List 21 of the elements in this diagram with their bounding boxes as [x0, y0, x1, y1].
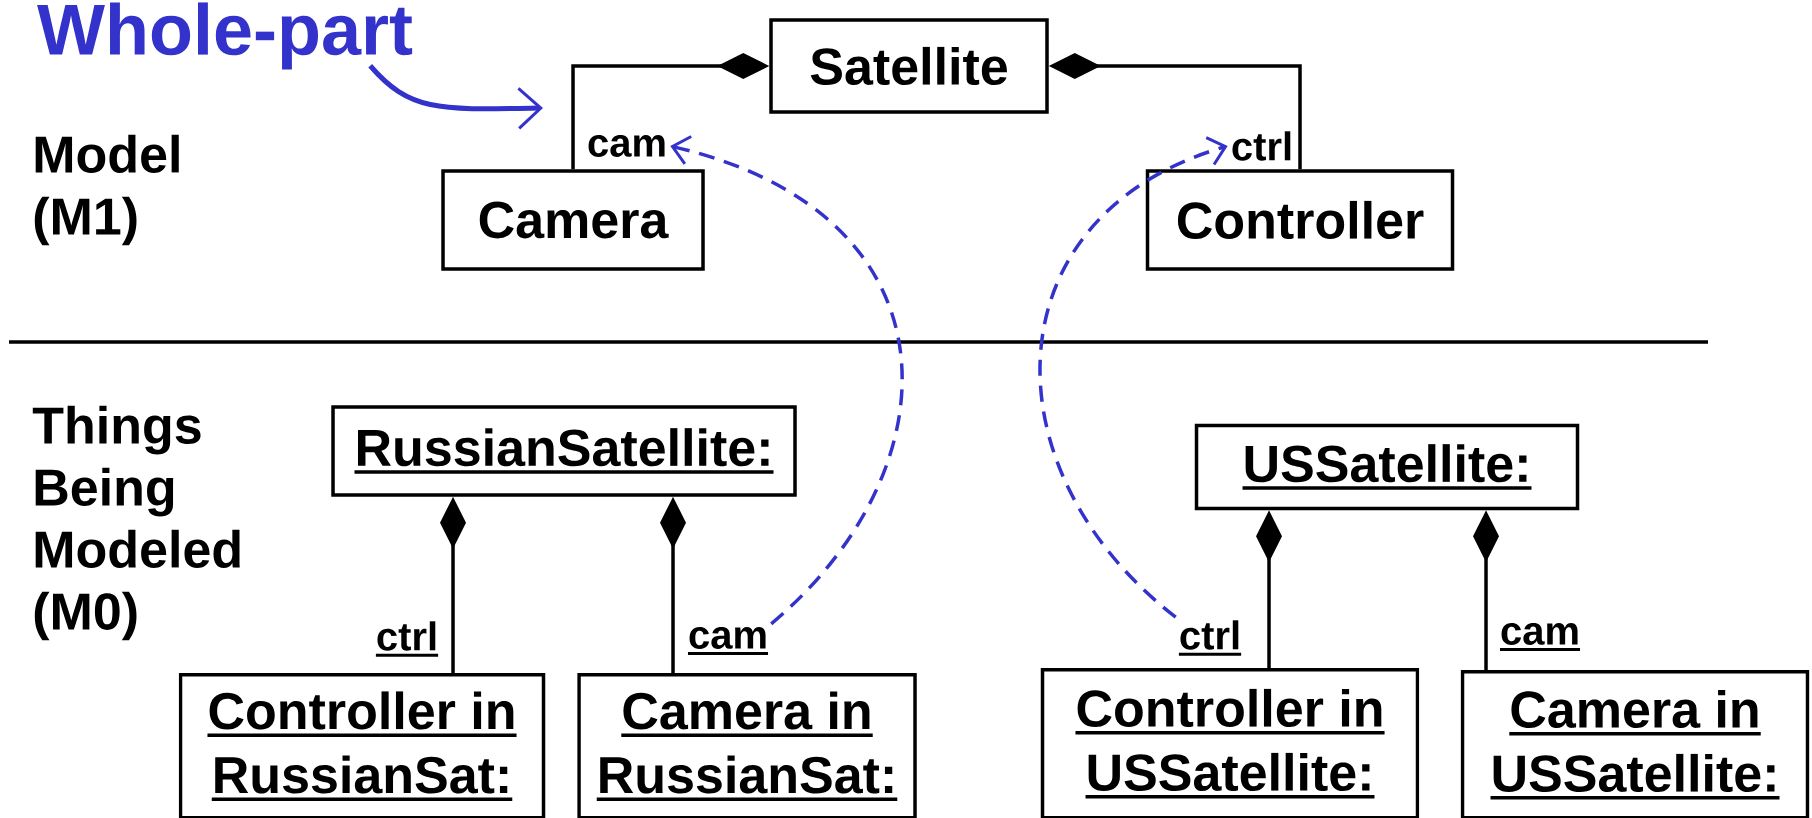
object-box: Controller in RussianSat: [178, 673, 546, 818]
level-label: Things Being Modeled (M0) [32, 405, 240, 641]
object-box: Controller in USSatellite: [1040, 668, 1420, 818]
arrow [368, 64, 543, 130]
object-box: USSatellite: [1194, 423, 1580, 511]
dashed-arrow [1038, 136, 1228, 619]
object-box: RussianSatellite: [331, 405, 797, 497]
role-name: ctrl [1232, 131, 1291, 161]
object-box: Camera in RussianSat: [577, 673, 917, 818]
class-box: Camera [441, 169, 705, 271]
role-name: cam [588, 135, 665, 157]
object-box: Camera in USSatellite: [1460, 670, 1810, 818]
class-box: Satellite [769, 18, 1049, 114]
annotation-text: Whole-part [37, 2, 413, 70]
dashed-arrow [670, 135, 903, 626]
level-label: Model (M1) [34, 134, 179, 246]
class-box: Controller [1145, 169, 1455, 271]
role-name: cam [1500, 623, 1581, 651]
role-name: ctrl [375, 621, 439, 657]
role-name: ctrl [1178, 620, 1242, 656]
role-name: cam [688, 627, 769, 655]
